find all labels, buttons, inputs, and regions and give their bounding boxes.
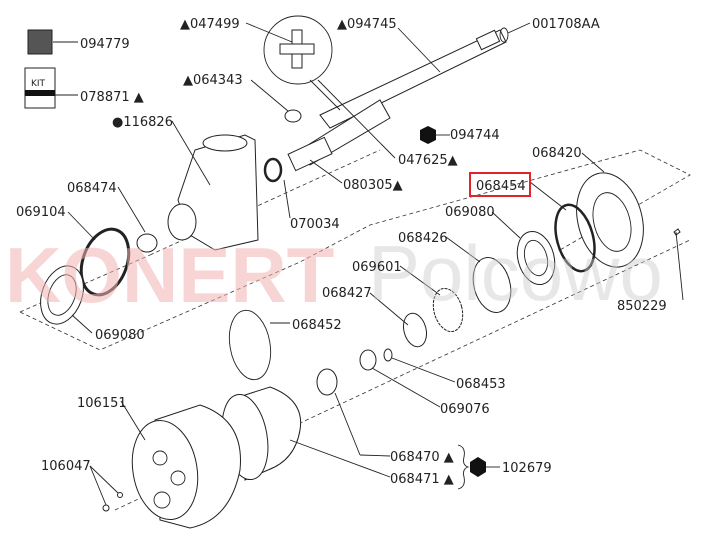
part-label-047625[interactable]: 047625▲ <box>398 153 458 168</box>
part-label-068474[interactable]: 068474 <box>67 181 117 196</box>
part-label-080305[interactable]: 080305▲ <box>343 178 403 193</box>
o-ring-068454 <box>554 203 596 273</box>
selected-part-highlight <box>469 172 531 197</box>
ring-068453 <box>383 348 393 362</box>
part-label-069080-left[interactable]: 069080 <box>95 328 145 343</box>
legend-label-078871: 078871 ▲ <box>80 90 144 105</box>
part-label-047499[interactable]: ▲047499 <box>180 17 240 32</box>
part-label-102679[interactable]: 102679 <box>502 461 552 476</box>
screw-850229 <box>673 228 681 236</box>
part-label-068454[interactable]: 068454 <box>476 179 526 194</box>
part-label-068420[interactable]: 068420 <box>532 146 582 161</box>
part-label-064343[interactable]: ▲064343 <box>183 73 243 88</box>
kit-box-icon: KIT <box>24 67 56 109</box>
part-label-106151[interactable]: 106151 <box>77 396 127 411</box>
part-label-094745[interactable]: ▲094745 <box>337 17 397 32</box>
part-label-094744[interactable]: 094744 <box>450 128 500 143</box>
part-label-068471[interactable]: 068471 ▲ <box>390 472 454 487</box>
seal-069080-left <box>40 265 84 325</box>
bushing-068474 <box>136 233 158 253</box>
part-label-116826[interactable]: ●116826 <box>112 115 173 130</box>
kit-octagon-icon <box>470 457 486 477</box>
snap-ring-068452 <box>228 309 272 381</box>
part-label-069080-right[interactable]: 069080 <box>445 205 495 220</box>
part-label-069601[interactable]: 069601 <box>352 260 402 275</box>
lock-plate-068426 <box>472 257 512 313</box>
cross-joint-part <box>279 29 315 69</box>
lock-washer-069601 <box>432 287 464 333</box>
nut-069076 <box>359 349 377 371</box>
screw-106047 <box>102 504 110 512</box>
kit-cube-icon <box>27 29 53 55</box>
cross-joint-callout <box>263 15 333 85</box>
seal-069104 <box>79 227 131 297</box>
hub-flange-068420 <box>576 172 644 268</box>
part-label-070034[interactable]: 070034 <box>290 217 340 232</box>
bolt-064343 <box>284 109 302 123</box>
part-label-001708AA[interactable]: 001708AA <box>532 17 600 32</box>
seal-070034 <box>263 157 283 183</box>
part-label-068470[interactable]: 068470 ▲ <box>390 450 454 465</box>
watermark: KONERT Polcowo <box>5 229 663 319</box>
planet-gear-068470 <box>316 368 338 396</box>
axle-shaft <box>319 29 507 129</box>
svg-text:KIT: KIT <box>31 79 46 89</box>
part-label-069104[interactable]: 069104 <box>16 205 66 220</box>
legend-label-094779: 094779 <box>80 37 130 52</box>
part-label-068452[interactable]: 068452 <box>292 318 342 333</box>
washer-068427 <box>402 312 428 348</box>
part-label-068427[interactable]: 068427 <box>322 286 372 301</box>
leader-lines <box>67 22 684 506</box>
part-label-106047[interactable]: 106047 <box>41 459 91 474</box>
part-label-068453[interactable]: 068453 <box>456 377 506 392</box>
part-label-068426[interactable]: 068426 <box>398 231 448 246</box>
part-label-850229[interactable]: 850229 <box>617 299 667 314</box>
part-label-069076[interactable]: 069076 <box>440 402 490 417</box>
kit-octagon-icon <box>420 126 436 144</box>
